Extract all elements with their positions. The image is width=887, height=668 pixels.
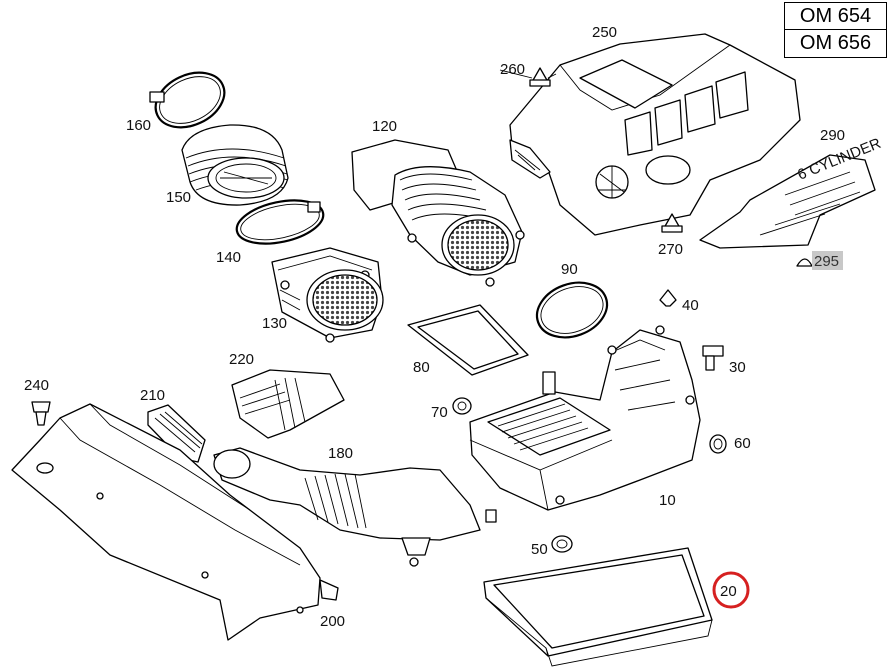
- callout-labels: 160 150 140 130 120 250 260 290 270 295 …: [24, 24, 845, 630]
- callout-250: 250: [592, 24, 617, 41]
- callout-10: 10: [659, 492, 676, 509]
- part-240-clip[interactable]: [31, 401, 51, 426]
- leader-lines: [499, 69, 557, 79]
- callout-40: 40: [682, 297, 699, 314]
- callout-130: 130: [262, 315, 287, 332]
- callout-260: 260: [500, 61, 525, 78]
- callout-20-highlight-ring: [712, 571, 750, 609]
- part-250-engine-cover[interactable]: [509, 33, 801, 236]
- part-70-grommet[interactable]: [452, 397, 472, 415]
- callout-200: 200: [320, 613, 345, 630]
- part-30-sensor[interactable]: [702, 345, 724, 371]
- part-120-intake-duct[interactable]: [351, 139, 525, 287]
- callout-20: 20: [720, 583, 737, 600]
- callout-70: 70: [431, 404, 448, 421]
- part-150-bellows-sleeve[interactable]: [181, 124, 289, 206]
- part-200-intake-channel[interactable]: [11, 403, 339, 641]
- part-50-grommet[interactable]: [551, 535, 573, 553]
- part-20-filter-element[interactable]: [483, 547, 713, 667]
- callout-240: 240: [24, 377, 49, 394]
- part-260-fastener[interactable]: [529, 67, 551, 87]
- part-60-grommet[interactable]: [709, 434, 727, 454]
- part-160-clamp[interactable]: [147, 62, 233, 138]
- engine-code-om656: OM 656: [784, 29, 887, 58]
- callout-50: 50: [531, 541, 548, 558]
- part-210-bracket[interactable]: [147, 404, 206, 463]
- callout-180: 180: [328, 445, 353, 462]
- callout-160: 160: [126, 117, 151, 134]
- part-180-air-hose[interactable]: [213, 447, 497, 567]
- callout-270: 270: [658, 241, 683, 258]
- part-220-duct[interactable]: [231, 369, 345, 439]
- callout-295-highlight: [812, 251, 843, 270]
- part-295-clip[interactable]: [796, 258, 813, 267]
- callout-210: 210: [140, 387, 165, 404]
- part-90-seal-ring[interactable]: [529, 273, 614, 346]
- callout-60: 60: [734, 435, 751, 452]
- part-10-filter-housing[interactable]: [469, 325, 701, 511]
- part-270-fastener[interactable]: [661, 213, 683, 233]
- part-80-gasket-frame[interactable]: [407, 304, 529, 376]
- callout-290: 290: [820, 127, 845, 144]
- callout-90: 90: [561, 261, 578, 278]
- part-140-seal-ring[interactable]: [233, 193, 327, 250]
- callout-295: 295: [814, 253, 839, 270]
- callout-140: 140: [216, 249, 241, 266]
- part-40-fastener[interactable]: [659, 289, 677, 307]
- callout-150: 150: [166, 189, 191, 206]
- callout-120: 120: [372, 118, 397, 135]
- engine-code-om654: OM 654: [784, 2, 887, 31]
- callout-30: 30: [729, 359, 746, 376]
- part-130-intake-housing[interactable]: [271, 247, 384, 343]
- callout-80: 80: [413, 359, 430, 376]
- callout-220: 220: [229, 351, 254, 368]
